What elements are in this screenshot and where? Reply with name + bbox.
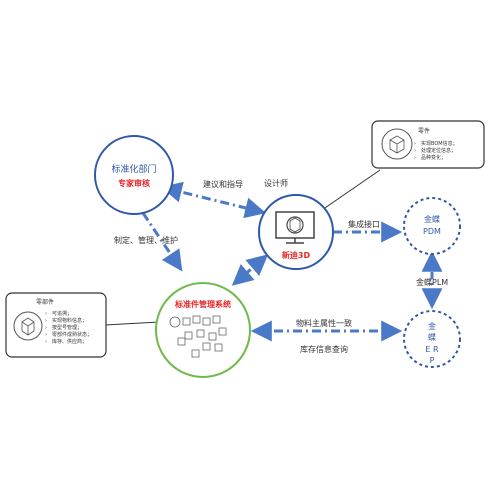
edge-inventory-label: 库存信息查询 [300, 344, 348, 354]
callout-component-item: 库存、供应商； [52, 338, 87, 345]
svg-text:›: › [45, 311, 47, 317]
callout-component-title: 零部件 [36, 298, 54, 306]
svg-text:›: › [45, 332, 47, 338]
pdm-line2: PDM [423, 227, 441, 236]
edge-kingdee-plm-label: 金蝶PLM [416, 277, 448, 287]
erp-line4: P [430, 356, 435, 365]
svg-text:›: › [414, 141, 416, 147]
svg-text:›: › [45, 339, 47, 345]
cube-icon [389, 135, 405, 154]
svg-text:›: › [414, 155, 416, 161]
edge-make [141, 212, 183, 272]
svg-text:›: › [45, 325, 47, 331]
callout-component: 零部件 › › › › › 可追溯； 实现物料信息； 按型号管理； 零部件成熟状… [5, 292, 107, 358]
callout-component-item: 实现物料信息； [52, 317, 87, 324]
standardization-subtitle: 专家审核 [118, 178, 150, 188]
callout-component-item: 零部件成熟状态； [52, 331, 92, 338]
monitor-icon [275, 211, 315, 244]
node-pdm [403, 197, 461, 255]
pdm-line1: 金蝶 [424, 214, 440, 224]
edge-designer-system [231, 254, 269, 286]
edge-integrate-label: 集成接口 [348, 219, 380, 229]
standardization-title: 标准化部门 [111, 163, 156, 175]
callout-part: 零件 › › › 实现BOM信息； 处理定位信息； 品种变化； [371, 120, 485, 169]
callout-part-item: 实现BOM信息； [421, 140, 458, 147]
callout-part-item: 处理定位信息； [421, 147, 456, 154]
edge-suggest-label: 建议和指导 [203, 179, 243, 189]
erp-line1: 金 [428, 321, 436, 331]
erp-line3: E R [425, 345, 439, 354]
cube-icon [21, 317, 35, 336]
cubes-icon [169, 315, 227, 358]
designer-product: 新迪3D [282, 250, 311, 260]
node-standardization [94, 135, 174, 215]
edge-material-label: 物料主属性一致 [296, 318, 352, 328]
designer-title: 设计师 [264, 178, 288, 188]
node-erp [403, 310, 461, 368]
system-title: 标准件管理系统 [174, 299, 231, 309]
edge-make-label: 制定、管理、维护 [114, 235, 178, 245]
callout-part-title: 零件 [418, 127, 430, 135]
svg-text:›: › [414, 148, 416, 154]
connector-component [104, 321, 161, 326]
connector-part [321, 169, 381, 211]
callout-component-item: 可追溯； [52, 310, 72, 317]
svg-text:›: › [45, 318, 47, 324]
erp-line2: 蝶 [428, 332, 436, 342]
callout-part-item: 品种变化； [421, 154, 446, 161]
callout-component-item: 按型号管理； [52, 324, 82, 331]
edge-suggest [160, 181, 267, 219]
